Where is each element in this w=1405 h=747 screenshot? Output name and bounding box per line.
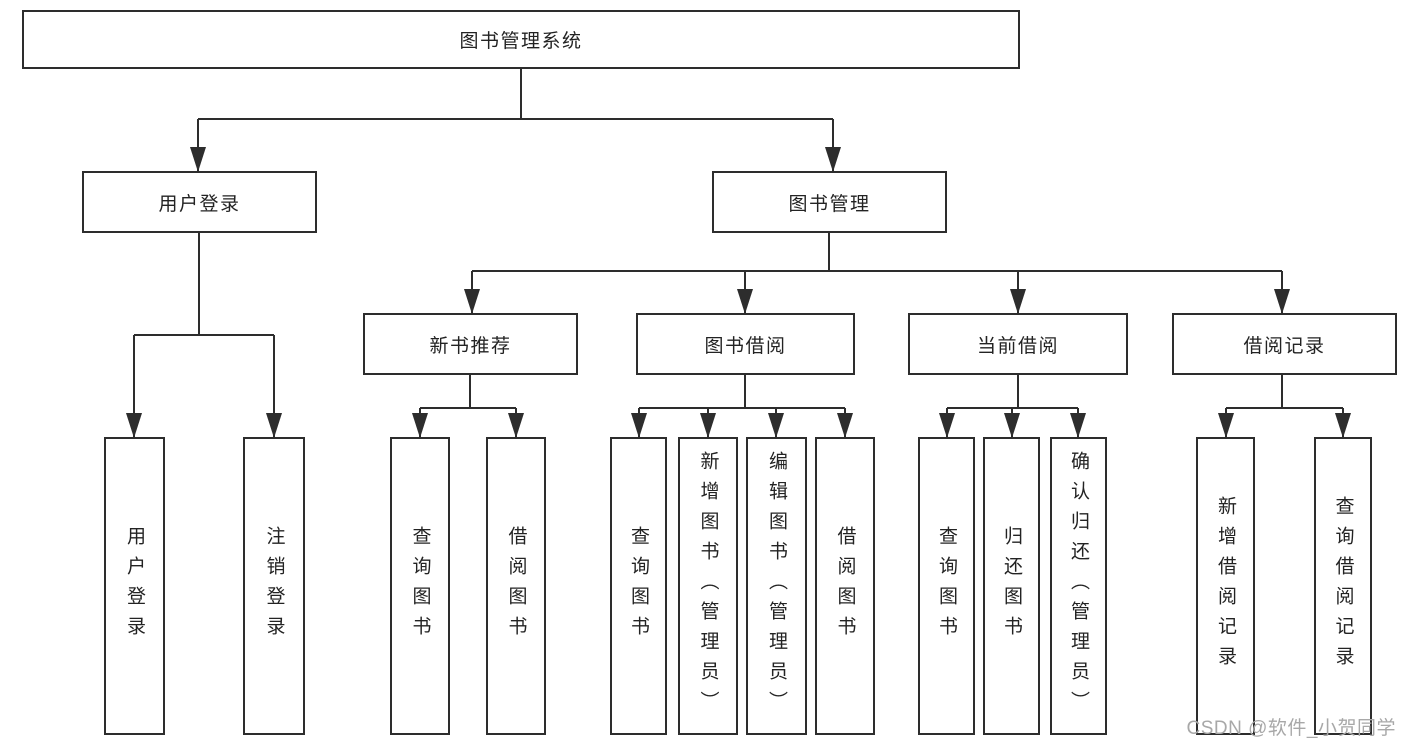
node-label: 查询图书: [936, 526, 957, 646]
node-label: 借阅图书: [834, 526, 856, 646]
leaf-confirm-return-admin: 确认归还（管理员）: [1050, 437, 1107, 735]
node-label: 新增借阅记录: [1215, 496, 1236, 676]
node-label: 图书管理: [788, 193, 871, 215]
leaf-query-borrow-record: 查询借阅记录: [1314, 437, 1372, 735]
leaf-logout: 注销登录: [243, 437, 305, 735]
node-label: 查询借阅记录: [1332, 496, 1354, 676]
node-label: 新书推荐: [429, 335, 512, 357]
node-label: 确认归还（管理员）: [1068, 451, 1089, 721]
node-label: 新增图书（管理员）: [697, 451, 719, 721]
leaf-query-books-1: 查询图书: [390, 437, 450, 735]
leaf-user-login: 用户登录: [104, 437, 165, 735]
node-label: 图书借阅: [704, 335, 787, 357]
node-book-management: 图书管理: [712, 171, 947, 233]
leaf-add-borrow-record: 新增借阅记录: [1196, 437, 1255, 735]
node-label: 当前借阅: [976, 335, 1059, 357]
node-label: 编辑图书（管理员）: [766, 451, 787, 721]
node-label: 归还图书: [1001, 526, 1022, 646]
node-new-book-recommend: 新书推荐: [363, 313, 578, 375]
node-library-management-system: 图书管理系统: [22, 10, 1020, 69]
node-borrowing-records: 借阅记录: [1172, 313, 1397, 375]
node-label: 借阅记录: [1243, 335, 1326, 357]
node-current-borrowing: 当前借阅: [908, 313, 1128, 375]
leaf-edit-books-admin: 编辑图书（管理员）: [746, 437, 807, 735]
leaf-add-books-admin: 新增图书（管理员）: [678, 437, 738, 735]
node-label: 查询图书: [628, 526, 649, 646]
node-book-borrowing: 图书借阅: [636, 313, 855, 375]
leaf-borrow-books-2: 借阅图书: [815, 437, 875, 735]
node-label: 用户登录: [158, 193, 241, 215]
node-user-login-group: 用户登录: [82, 171, 317, 233]
leaf-query-books-3: 查询图书: [918, 437, 975, 735]
node-label: 借阅图书: [505, 526, 527, 646]
node-label: 查询图书: [409, 526, 431, 646]
node-label: 用户登录: [124, 526, 145, 646]
csdn-watermark: CSDN @软件_小贺同学: [1186, 718, 1396, 739]
leaf-borrow-books-1: 借阅图书: [486, 437, 546, 735]
node-label: 注销登录: [263, 526, 285, 646]
node-label: 图书管理系统: [459, 31, 583, 52]
leaf-query-books-2: 查询图书: [610, 437, 667, 735]
leaf-return-books: 归还图书: [983, 437, 1040, 735]
